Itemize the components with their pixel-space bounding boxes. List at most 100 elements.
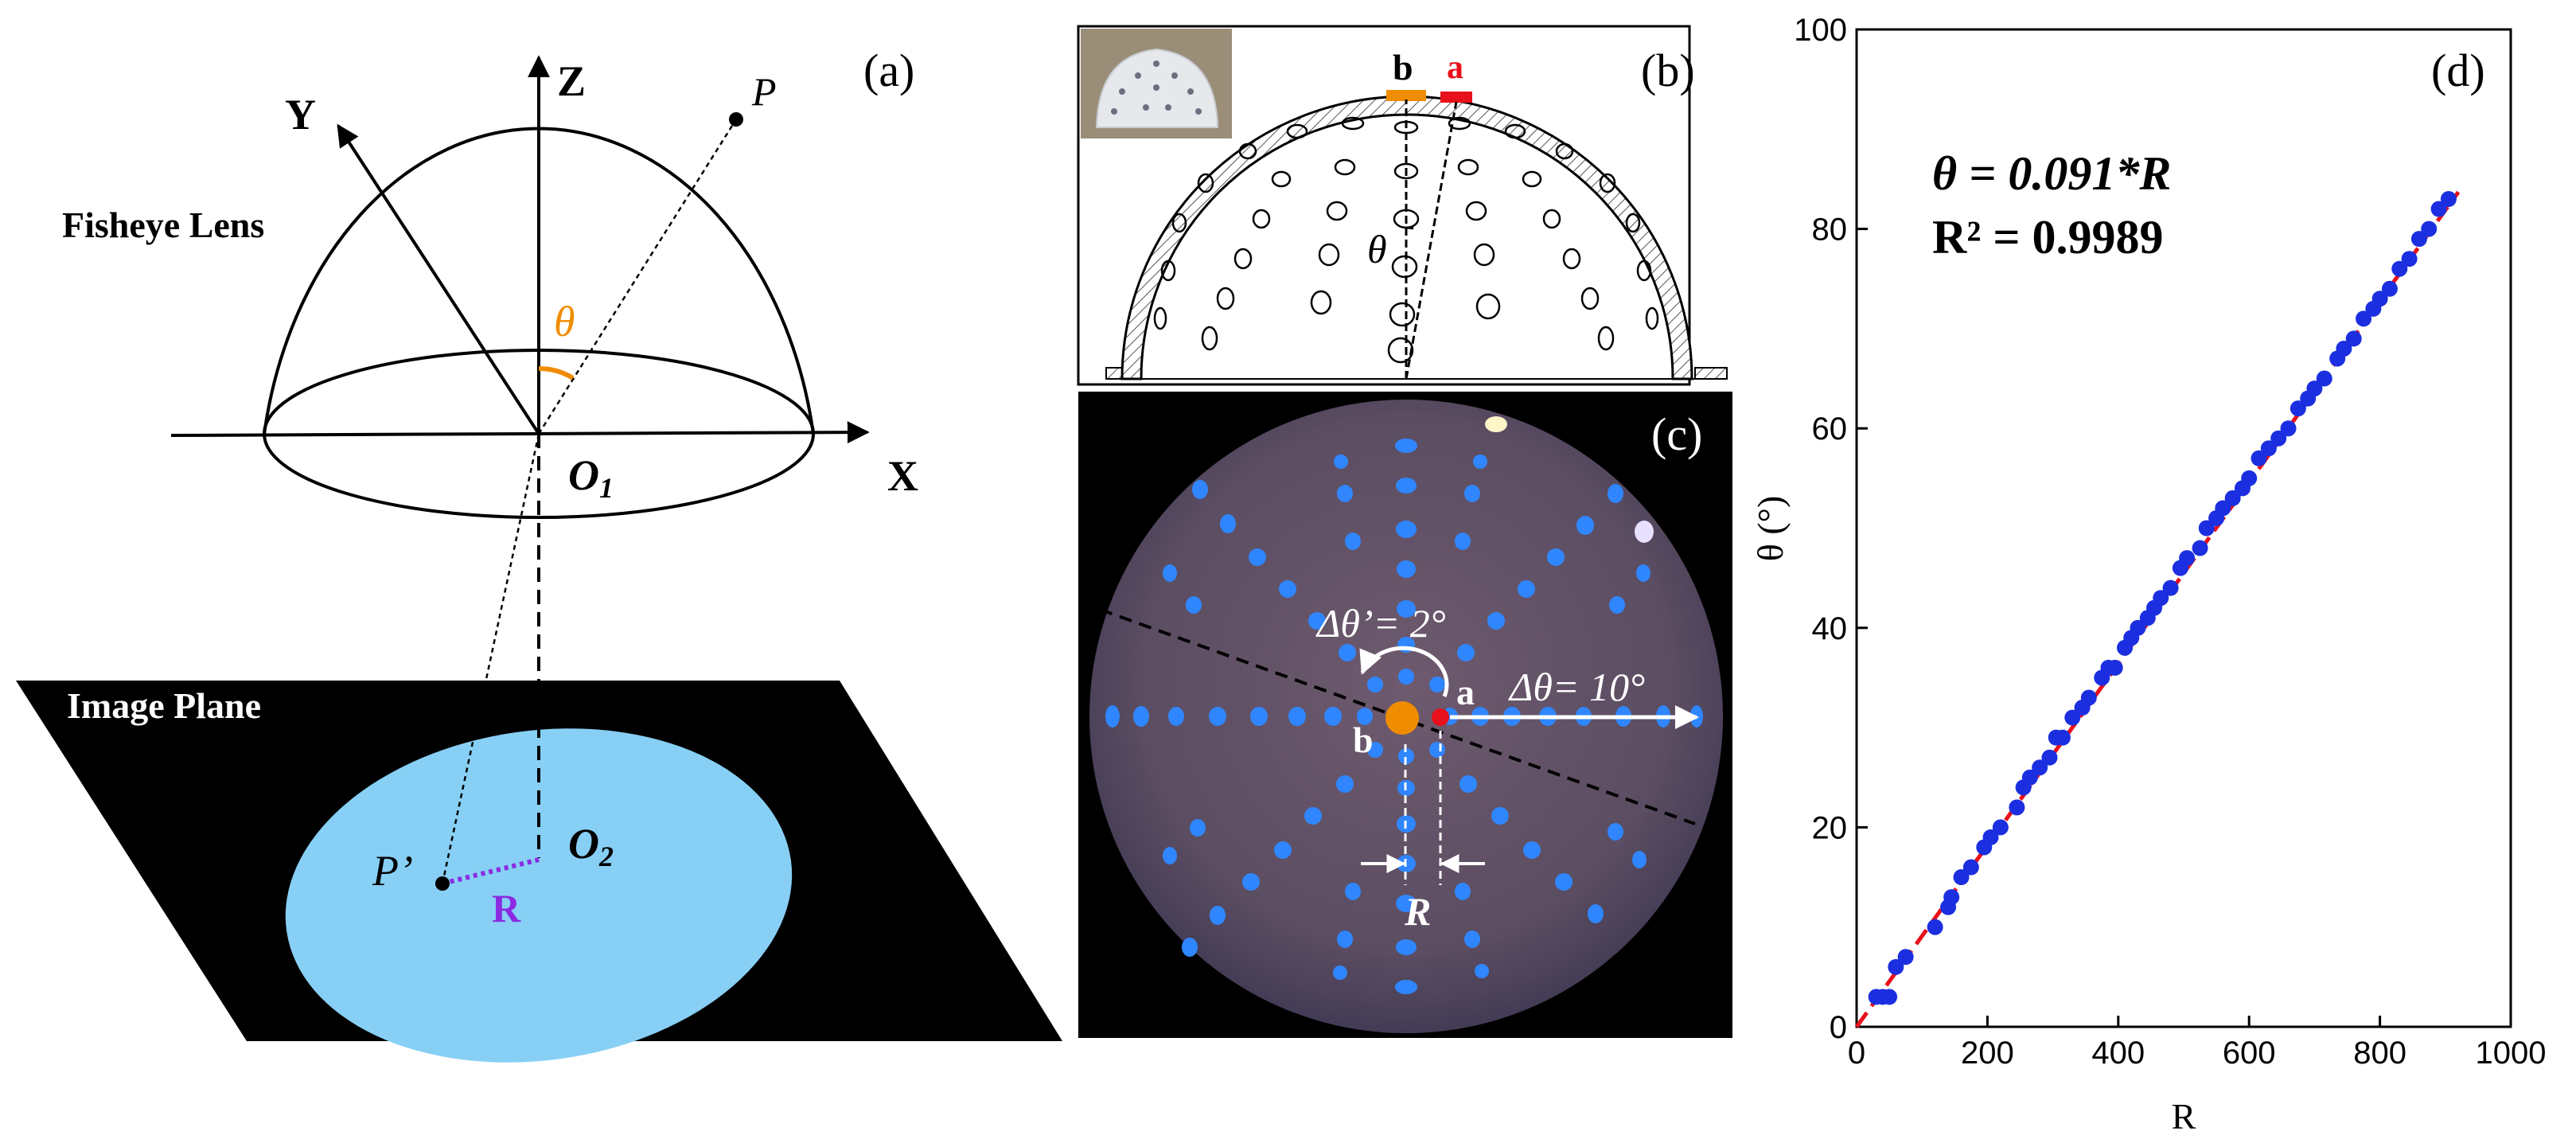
data-point (2381, 280, 2398, 297)
x-tick-label: 0 (1848, 1036, 1865, 1071)
data-point (2290, 400, 2306, 417)
dtheta-prime-arrow (1359, 646, 1449, 697)
dome-flange-right (1694, 367, 1728, 380)
data-point (1982, 829, 1999, 845)
x-tick-label: 400 (2091, 1036, 2145, 1071)
data-point (2270, 430, 2287, 447)
data-point (2345, 330, 2362, 347)
point-b-label: b (1353, 720, 1374, 760)
x-axis-line (170, 421, 870, 444)
data-point (2241, 470, 2258, 486)
marker-b-bar (1386, 90, 1426, 101)
y-axis-title: θ (°) (1750, 496, 1791, 562)
data-point (2192, 540, 2208, 556)
theta-arc (538, 365, 575, 380)
data-point (2440, 191, 2457, 208)
data-point (1897, 949, 1914, 966)
x-axis-label: X (887, 452, 918, 500)
marker-a-label: a (1447, 49, 1463, 86)
data-point (2041, 749, 2058, 766)
plot-frame (1855, 28, 2512, 1028)
panel-a: (a) Z Y X P Fisheye Lens θ O1 Image Plan… (16, 45, 1062, 1063)
origin-o1-label: O1 (568, 451, 614, 504)
x-tick-label: 600 (2223, 1036, 2276, 1071)
theta-label-a: θ (554, 298, 575, 345)
data-point (2106, 659, 2123, 676)
dtheta-label: Δθ= 10° (1508, 665, 1645, 709)
point-a-marker (1432, 708, 1449, 726)
dome-shell (1120, 95, 1693, 380)
data-point (2336, 340, 2352, 357)
data-point (2316, 370, 2332, 387)
z-axis-label: Z (557, 57, 586, 105)
panel-c: (c) Δθ’= 2° Δθ= 10° a b R (1078, 392, 1732, 1038)
data-point (1962, 859, 1979, 876)
image-plane-label: Image Plane (67, 685, 261, 726)
data-point (1943, 889, 1960, 906)
y-tick-label: 40 (1812, 611, 1848, 646)
data-point (1953, 869, 1970, 886)
point-p-prime-label: P’ (372, 847, 413, 895)
data-point (2260, 440, 2277, 457)
x-tick-label: 800 (2353, 1036, 2406, 1071)
data-point (2054, 729, 2071, 746)
point-p-dot (729, 112, 743, 127)
marker-b-label: b (1393, 47, 1413, 88)
image-ellipse (285, 728, 793, 1063)
panel-c-label: (c) (1651, 408, 1702, 460)
scatter-points (1868, 191, 2457, 1005)
point-b-marker (1385, 701, 1419, 735)
data-point (2251, 450, 2267, 466)
data-point (2009, 799, 2025, 816)
x-tick-label: 1000 (2476, 1036, 2547, 1071)
dtheta-prime-label: Δθ’= 2° (1315, 601, 1446, 646)
point-p-prime-dot (435, 876, 450, 891)
data-point (2401, 251, 2418, 267)
data-point (1927, 919, 1943, 935)
data-point (2064, 709, 2081, 726)
ray-p (537, 119, 738, 435)
equation-label: θ = 0.091*R (1932, 147, 2171, 200)
point-p-label: P (751, 69, 777, 114)
x-axis-title: R (2172, 1096, 2196, 1137)
highlight-spot (1635, 521, 1654, 543)
r-squared-label: R² = 0.9989 (1932, 211, 2164, 263)
ray-theta (1405, 101, 1458, 380)
data-point (2371, 291, 2388, 307)
y-axis-line (337, 123, 540, 435)
panel-b-label: (b) (1641, 45, 1695, 96)
data-point (2130, 619, 2146, 636)
data-point (2356, 310, 2372, 327)
data-point (2032, 759, 2048, 776)
highlight-spot (1485, 416, 1507, 432)
radius-label-a: R (492, 886, 521, 930)
ray-p-prime (441, 433, 540, 884)
y-tick-label: 0 (1830, 1010, 1847, 1045)
data-point (2421, 220, 2438, 237)
data-point (2306, 380, 2323, 397)
data-point (2021, 769, 2038, 786)
data-point (2215, 500, 2231, 517)
data-point (2198, 520, 2215, 536)
data-point (2410, 231, 2427, 248)
panel-d-label: (d) (2431, 45, 2485, 96)
point-a-label: a (1456, 672, 1475, 712)
radius-line (442, 857, 540, 886)
panel-a-label: (a) (863, 45, 914, 96)
marker-a-bar (1440, 92, 1472, 103)
data-point (2224, 490, 2241, 506)
data-point (1888, 958, 1904, 975)
y-tick-label: 80 (1812, 213, 1848, 248)
data-point (2391, 260, 2408, 277)
y-tick-label: 60 (1812, 412, 1848, 447)
section-line (1080, 601, 1696, 825)
y-tick-label: 20 (1812, 810, 1848, 845)
data-point (2179, 550, 2196, 567)
data-point (2162, 579, 2179, 596)
data-point (2080, 689, 2097, 706)
y-axis-label: Y (285, 91, 316, 138)
data-point (2280, 420, 2297, 437)
